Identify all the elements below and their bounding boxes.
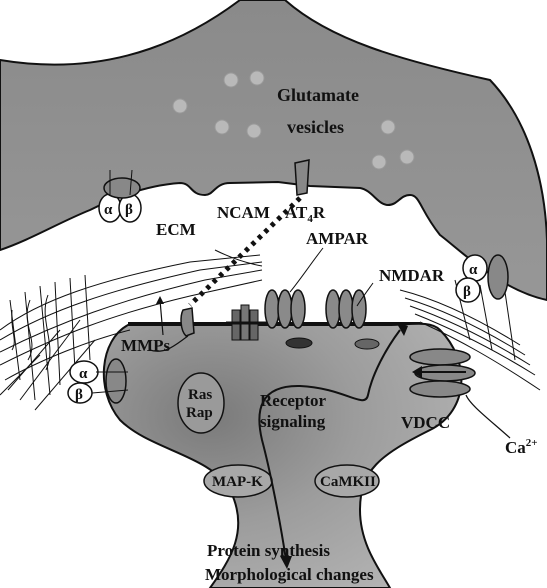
ecm-label: ECM [156,220,196,239]
integrin-beta-label: β [125,202,133,218]
at4r-label: AT4R [285,203,326,225]
nmdar-receptor [326,290,366,328]
vesicle [381,120,395,134]
glutamate-label: Glutamate [277,85,359,105]
nmdar-label: NMDAR [379,266,445,285]
vesicle [224,73,238,87]
ca-arrow [466,395,510,438]
vesicle [250,71,264,85]
ecm-pointer [215,250,262,266]
ca-superscript: 2+ [526,437,538,449]
integrin-alpha-label: α [104,202,113,218]
receptor-label: Receptor [260,391,327,410]
at4r-r: R [313,203,326,222]
ampar-label: AMPAR [306,229,369,248]
protein-synthesis-label: Protein synthesis [207,541,330,560]
vesicles-label: vesicles [287,117,344,137]
vdcc-label: VDCC [401,413,450,432]
vesicle [400,150,414,164]
vesicle [215,120,229,134]
integrin-beta-label-lower: β [75,387,83,403]
scaffold-protein [355,339,379,349]
scaffold-protein [286,338,312,348]
at4r-at: AT [285,203,308,222]
ampar-receptor [265,290,305,328]
ncam-receptor [181,308,194,336]
integrin-alpha-label-lower: α [79,366,88,382]
presynaptic-terminal [0,0,547,300]
ca-label: Ca2+ [505,437,538,457]
ampar-pointer [290,248,323,292]
ras-rap-enzyme [178,373,224,433]
mmps-arrowhead [156,296,164,304]
mapk-label: MAP-K [212,474,263,490]
vesicle [372,155,386,169]
vesicle [247,124,261,138]
integrin-beta-label-right: β [463,284,471,300]
ras-label: Ras [188,387,212,403]
vesicle [173,99,187,113]
integrin-alpha-label-right: α [469,262,478,278]
ncam-label: NCAM [217,203,270,222]
signaling-label: signaling [260,412,326,431]
morphological-changes-label: Morphological changes [205,565,374,584]
rap-label: Rap [186,405,213,421]
at4r-presynaptic-receptor [295,160,309,195]
ca-text: Ca [505,438,526,457]
camkii-label: CaMKII [320,474,376,490]
mmps-label: MMPs [121,336,170,355]
